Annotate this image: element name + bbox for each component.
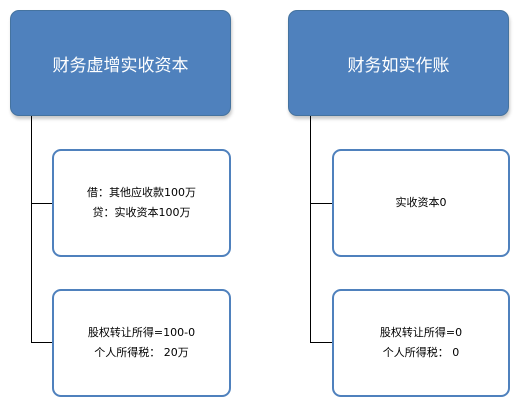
left-child-box-1: 借：其他应收款100万 贷：实收资本100万: [52, 149, 231, 257]
right-child-1-line-1: 实收资本0: [395, 196, 447, 209]
left-header-box: 财务虚增实收资本: [10, 10, 231, 116]
left-child-2-line-2: 个人所得税： 20万: [94, 346, 189, 359]
left-header-label: 财务虚增实收资本: [52, 55, 189, 76]
right-header-label: 财务如实作账: [347, 55, 450, 76]
left-child-2-line-1: 股权转让所得=100-0: [87, 326, 196, 339]
left-child-1-line-2: 贷：实收资本100万: [92, 206, 191, 219]
left-child-1-line-1: 借：其他应收款100万: [87, 186, 196, 199]
right-child-box-1: 实收资本0: [332, 149, 510, 257]
left-child-box-2: 股权转让所得=100-0 个人所得税： 20万: [52, 289, 231, 397]
right-child-2-line-2: 个人所得税： 0: [382, 346, 460, 359]
right-child-2-line-1: 股权转让所得=0: [379, 326, 463, 339]
right-child-box-2: 股权转让所得=0 个人所得税： 0: [332, 289, 510, 397]
right-header-box: 财务如实作账: [288, 10, 509, 116]
